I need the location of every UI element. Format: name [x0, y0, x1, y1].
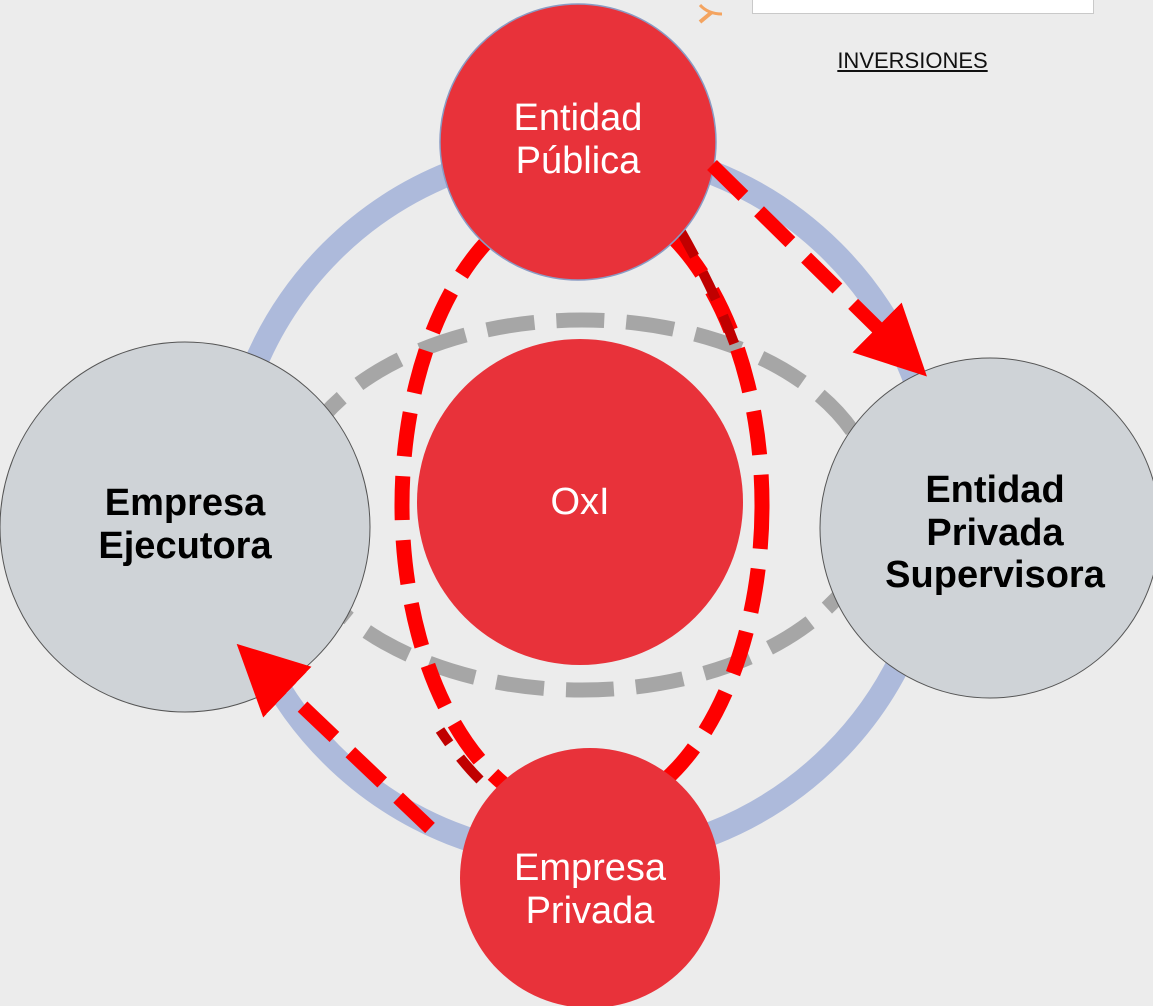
dark-red-arc-top — [675, 227, 745, 362]
entidad-privada-supervisora-circle — [819, 357, 1153, 699]
dark-red-arc-bottom — [435, 727, 484, 784]
entidad-publica-circle — [439, 3, 717, 281]
oxi-center-circle — [417, 339, 743, 665]
empresa-ejecutora-circle — [0, 341, 371, 713]
diagram-title: INVERSIONES — [837, 48, 988, 73]
arrow-privada-to-ejecutora — [236, 643, 435, 834]
empresa-privada-circle — [460, 748, 720, 1006]
arrow-publica-to-supervisora — [707, 160, 927, 377]
magnifier-icon — [698, 3, 723, 24]
top-banner-box — [752, 0, 1094, 14]
